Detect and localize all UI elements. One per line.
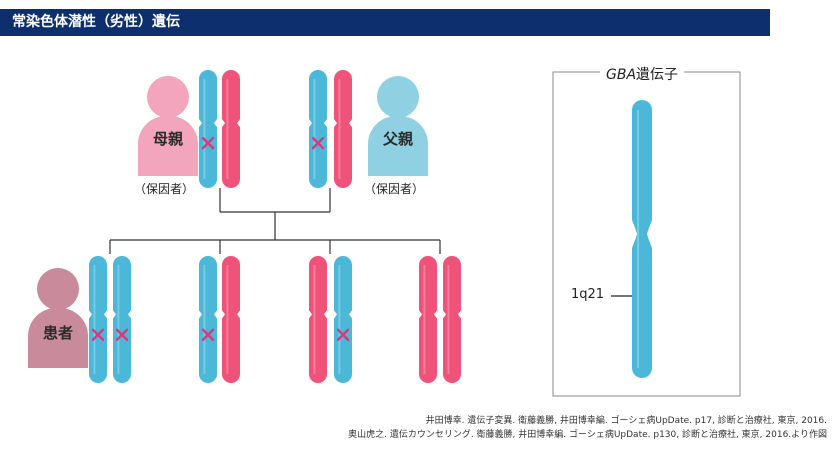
gene-box-title: GBA遺伝子: [600, 64, 685, 84]
mother-role: （保因者）: [134, 182, 195, 196]
patient-head: [37, 268, 79, 310]
child4-chromosome-b: [443, 256, 461, 383]
child1-chromosome-a: [89, 256, 107, 383]
patient-body: [28, 308, 88, 368]
child3-chromosome-b-mutation-mark: [336, 328, 350, 341]
child1-chromosome-b: [113, 256, 131, 383]
reference-2: 奥山虎之. 遺伝カウンセリング. 衛藤義勝, 井田博幸編. ゴーシェ病UpDat…: [348, 430, 827, 440]
child4-chromosome-a: [419, 256, 437, 383]
gene-name: GBA: [606, 67, 637, 83]
father-body: [368, 116, 428, 176]
child2-chromosome-a-mutation-mark: [201, 328, 215, 341]
child2-chromosome-b: [222, 256, 240, 383]
child3-chromosome-a: [309, 256, 327, 383]
reference-1: 井田博幸. 遺伝子変異. 衛藤義勝, 井田博幸編. ゴーシェ病UpDate. p…: [425, 416, 827, 426]
gene-title-rest: 遺伝子: [636, 67, 679, 83]
patient-figure: [28, 268, 88, 368]
child3-chromosome-b: [334, 256, 352, 383]
mother-chromosome-blue-mutation-mark: [201, 136, 215, 150]
mother-chromosome-pink: [222, 70, 240, 188]
father-chromosome-pink: [334, 70, 352, 188]
father-label: 父親: [382, 130, 413, 148]
gene-locus-label: 1q21: [571, 287, 605, 302]
mother-head: [147, 76, 189, 118]
mother-body: [138, 116, 198, 176]
gba-chromosome: [632, 100, 652, 378]
mother-label: 母親: [152, 130, 183, 148]
page-title: 常染色体潜性（劣性）遺伝: [0, 9, 770, 36]
mother-figure: [138, 76, 198, 176]
father-chromosome-blue-mutation-mark: [311, 136, 325, 150]
child1-chromosome-a-mutation-mark: [91, 328, 105, 341]
references: 井田博幸. 遺伝子変異. 衛藤義勝, 井田博幸編. ゴーシェ病UpDate. p…: [348, 414, 827, 442]
child2-chromosome-a: [199, 256, 217, 383]
patient-label: 患者: [42, 324, 73, 342]
father-chromosome-blue: [309, 70, 327, 188]
father-role: （保因者）: [364, 182, 425, 196]
father-head: [377, 76, 419, 118]
father-figure: [368, 76, 428, 176]
child1-chromosome-b-mutation-mark: [115, 328, 129, 341]
mother-chromosome-blue: [199, 70, 217, 188]
